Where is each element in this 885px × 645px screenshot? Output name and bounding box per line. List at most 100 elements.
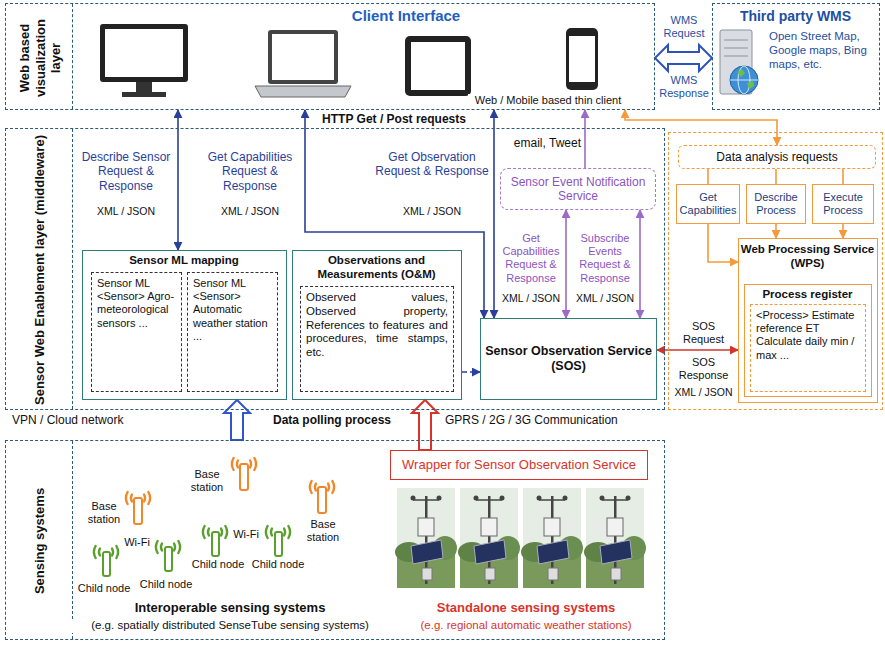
phone [566, 28, 598, 90]
link-label: Wi-Fi [120, 536, 154, 549]
format-note: XML / JSON [375, 205, 489, 218]
operation-box: Get Capabilities [676, 184, 740, 224]
wms-box: Third party WMS Open Street Map, Google m… [712, 3, 880, 110]
connector [584, 110, 586, 168]
edge-note: WMS Response [657, 74, 711, 100]
laptop [255, 30, 351, 97]
connector [657, 349, 738, 351]
service-box: Web Processing Service (WPS) Process regi… [738, 238, 878, 403]
child-node [212, 532, 219, 556]
base-station [318, 487, 326, 513]
register-box: Process register<Process> Estimate refer… [744, 284, 872, 397]
connector [493, 110, 495, 318]
phone [569, 36, 595, 82]
node-title: Sensor ML mapping [83, 254, 285, 268]
layer-title: Sensor Web Enablement layer (middleware) [32, 134, 48, 406]
node-title: <Process> Estimate reference ET Calculat… [756, 309, 860, 362]
connector [775, 224, 777, 238]
device-label: Child node [76, 582, 132, 595]
format-note: XML / JSON [78, 205, 174, 218]
edge-note: SOS Response [671, 356, 736, 382]
connector [708, 224, 738, 262]
server-globe [730, 66, 758, 94]
server-globe [724, 48, 748, 49]
node-body: Open Street Map, Google maps, Bing maps,… [769, 30, 875, 71]
node-body: Client Interface [316, 7, 496, 25]
mapping-box: Sensor ML mappingSensor ML <Sensor> Agro… [82, 250, 287, 400]
process-list: <Process> Estimate reference ET Calculat… [750, 304, 866, 392]
node-title: Execute Process [817, 191, 869, 217]
tablet [405, 36, 471, 96]
desktop-monitor [100, 24, 188, 82]
sensor-record: Sensor ML <Sensor> Agro-meteorological s… [91, 272, 182, 392]
node-title: Describe Process [751, 191, 801, 217]
group-note: (e.g. spatially distributed SenseTube se… [72, 619, 388, 633]
device-label: Base station [84, 500, 124, 526]
service-box: Sensor Observation Service (SOS) [480, 318, 657, 400]
device-caption: Web / Mobile based thin client [468, 94, 628, 107]
server-globe [737, 69, 754, 89]
edge-label: WMS Request [657, 14, 711, 40]
edge-label: email, Tweet [503, 136, 581, 150]
format-note: XML / JSON [671, 386, 736, 399]
server-globe [730, 80, 758, 81]
node-title: Sensor Event Notification Service [505, 175, 651, 204]
edge-label: Describe Sensor Request & Response [78, 150, 174, 193]
detail-box: Observed values, Observed property, Refe… [300, 286, 454, 392]
group-title: Standalone sensing systems [392, 600, 660, 616]
process-note: Data polling process [262, 413, 402, 427]
device-label: Child node [138, 578, 194, 591]
node-title: Get Capabilities [680, 191, 737, 217]
connector [775, 169, 777, 184]
laptop [272, 34, 334, 80]
base-station [310, 481, 334, 493]
device-label: Child node [190, 558, 246, 571]
base-station [126, 492, 150, 504]
edge-label: Get Observation Request & Response [375, 150, 489, 179]
layer-title: Sensing systems [32, 446, 48, 636]
server-globe [720, 30, 758, 94]
model-box: Observations and Measurements (O&M)Obser… [292, 250, 462, 400]
connector [177, 110, 179, 250]
node-title: Sensor ML <Sensor> Agro-meteorological s… [97, 277, 176, 330]
request-box: Data analysis requests [678, 145, 876, 169]
format-note: XML / JSON [200, 205, 300, 218]
connector [565, 210, 567, 318]
child-node [203, 526, 227, 538]
child-node [165, 547, 172, 571]
weather-station-photo [521, 488, 583, 588]
block-arrow [224, 400, 250, 440]
server-globe [724, 40, 748, 41]
node-title: Web Processing Service (WPS) [739, 243, 876, 271]
node-title: Third party WMS [713, 8, 878, 25]
child-node [103, 552, 110, 576]
child-node [266, 526, 290, 538]
server-globe [724, 56, 748, 57]
device-label: Child node [250, 558, 306, 571]
tablet [411, 42, 465, 90]
weather-station-photo [395, 488, 457, 588]
weather-station-photo [584, 488, 646, 588]
edge-label: SOS Request [671, 320, 736, 346]
service-box: Sensor Event Notification Service [500, 168, 656, 210]
base-station [240, 464, 248, 490]
connector [842, 224, 844, 238]
edge-label: Subscribe Events Request & Response [573, 232, 637, 285]
child-node [94, 546, 118, 558]
base-station [232, 458, 256, 470]
node-title: Wrapper for Sensor Observation Service [402, 457, 636, 473]
sensor-record: Sensor ML <Sensor> Automatic weather sta… [187, 272, 278, 392]
link-label: Wi-Fi [231, 528, 261, 541]
edge-label: Get Capabilities Request & Response [200, 150, 300, 193]
device-label: Base station [184, 468, 230, 494]
block-arrow [655, 45, 712, 71]
protocol-note: HTTP Get / Post requests [314, 112, 474, 126]
operation-box: Describe Process [746, 184, 806, 224]
format-note: XML / JSON [573, 292, 637, 305]
weather-station-photo [395, 488, 646, 588]
tablet [405, 36, 471, 96]
child-node [156, 541, 180, 553]
node-title: Observed values, Observed property, Refe… [306, 291, 448, 360]
desktop-monitor [105, 29, 183, 77]
